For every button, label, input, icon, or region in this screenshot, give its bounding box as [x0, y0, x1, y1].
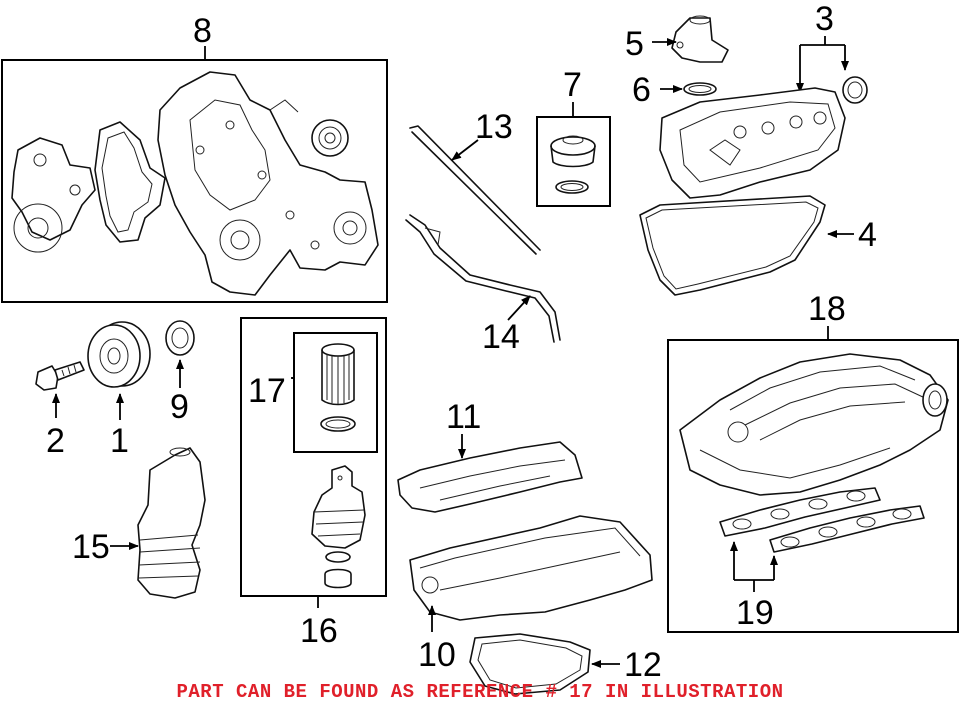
oil-filter-element: [320, 343, 356, 432]
dipstick: [409, 125, 541, 255]
callout-7: 7: [563, 66, 582, 104]
timing-cover: [157, 71, 379, 296]
callout-2: 2: [46, 422, 65, 460]
callout-14: 14: [482, 318, 520, 356]
callout-5: 5: [625, 25, 644, 63]
group-box-17: [293, 332, 378, 453]
oil-filter-housing: [311, 465, 366, 589]
crank-seal: [165, 320, 195, 388]
group-box-18: [667, 339, 959, 633]
outlet-o-ring: [660, 82, 717, 96]
callout-13: 13: [475, 108, 513, 146]
water-outlet: [652, 15, 729, 63]
callout-12: 12: [624, 646, 662, 684]
group-box-8: [1, 59, 388, 303]
pulley-bolt: [35, 361, 85, 418]
oil-pan-baffle: [397, 434, 583, 513]
oil-filler-cap: [550, 135, 596, 194]
oil-filter-bracket: [110, 447, 206, 599]
callout-1: 1: [110, 422, 129, 460]
intake-manifold: [679, 353, 949, 496]
callout-6: 6: [632, 71, 651, 109]
water-pump-gasket: [94, 121, 166, 243]
callout-3: 3: [815, 0, 834, 38]
callout-9: 9: [170, 388, 189, 426]
callout-10: 10: [418, 636, 456, 674]
callout-8: 8: [193, 12, 212, 50]
callout-18: 18: [808, 290, 846, 328]
oil-pan-lower: [469, 633, 620, 695]
crankshaft-pulley: [87, 321, 151, 420]
callout-11: 11: [446, 398, 481, 436]
group-box-16: [240, 317, 387, 597]
callout-15: 15: [72, 528, 110, 566]
water-pump: [11, 137, 96, 253]
valve-cover-gasket: [639, 195, 854, 296]
callout-4: 4: [858, 216, 877, 254]
cover-seal: [311, 119, 349, 157]
intake-gaskets: [719, 487, 925, 553]
callout-19: 19: [736, 594, 774, 632]
valve-cover-seal: [842, 76, 868, 104]
oil-pan-upper: [409, 515, 653, 632]
callout-16: 16: [300, 612, 338, 650]
callout-17: 17: [248, 372, 286, 410]
valve-cover: [659, 87, 846, 199]
reference-footnote: PART CAN BE FOUND AS REFERENCE # 17 IN I…: [176, 681, 784, 703]
dipstick-tube: [405, 214, 561, 343]
